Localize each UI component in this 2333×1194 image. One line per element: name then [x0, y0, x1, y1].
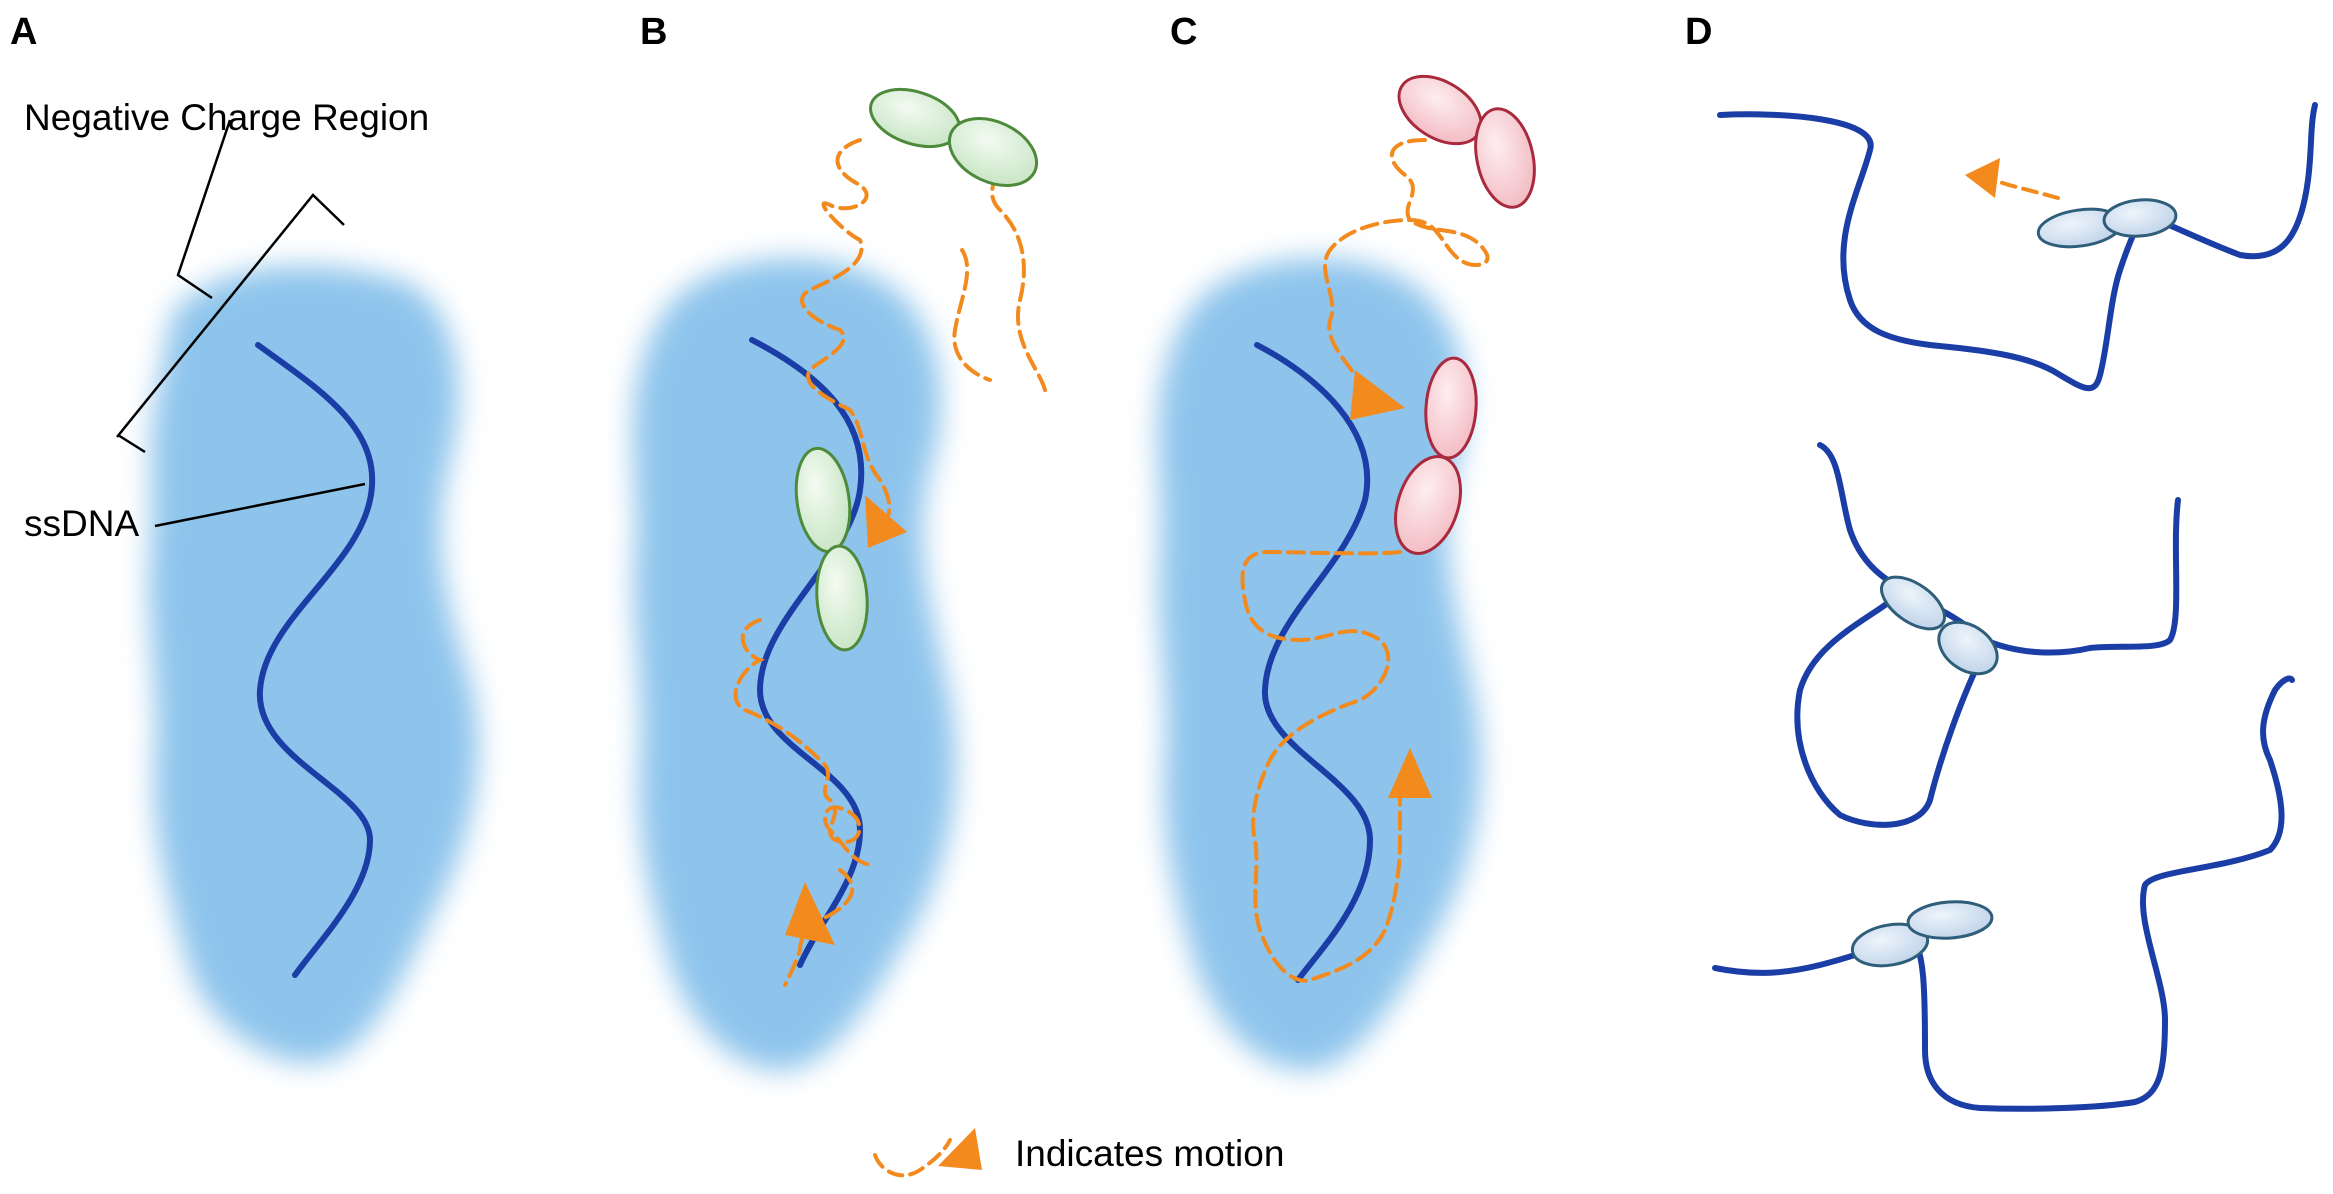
panel-letter-d: D — [1685, 11, 1712, 53]
ssdna-strand — [1254, 342, 1374, 983]
charge-region-bracket — [116, 193, 345, 454]
legend-label: Indicates motion — [1015, 1133, 1284, 1174]
ssdna-label: ssDNA — [24, 503, 139, 544]
panel-d — [1712, 102, 2318, 1112]
motion-arrowhead — [1965, 158, 2000, 198]
panel-b — [633, 87, 1047, 1071]
legend-motion-path — [873, 1138, 952, 1178]
motion-arrowhead — [865, 495, 907, 548]
blue-protein-bottom — [1850, 900, 1994, 968]
motion-path — [1993, 178, 2060, 200]
motion-arrowhead — [1388, 748, 1432, 798]
motion-arrowhead — [1350, 370, 1405, 420]
legend-motion-arrowhead — [938, 1128, 982, 1170]
negative-charge-region — [633, 258, 956, 1071]
panel-a: Negative Charge Region ssDNA — [24, 97, 479, 1063]
motion-path — [1240, 138, 1490, 983]
green-protein-bound — [794, 446, 869, 652]
ssdna-strand — [255, 342, 375, 978]
panel-letter-c: C — [1170, 11, 1197, 53]
negative-charge-region-label: Negative Charge Region — [24, 97, 429, 138]
motion-arrowhead — [785, 882, 835, 945]
ssdna-strand — [749, 337, 865, 968]
blue-protein-top — [2036, 198, 2178, 249]
panel-letter-b: B — [640, 11, 667, 53]
ssdna-leader — [154, 482, 366, 528]
blue-protein-middle — [1880, 575, 1999, 676]
green-protein-free — [869, 87, 1039, 187]
panel-letter-a: A — [10, 11, 37, 53]
panel-c — [1158, 74, 1536, 1071]
red-protein-bound — [1394, 356, 1478, 555]
negative-charge-region — [148, 266, 479, 1063]
motion-path — [733, 138, 1047, 987]
red-protein-free — [1397, 74, 1536, 209]
motion-legend: Indicates motion — [873, 1128, 1284, 1178]
ssdna-strand — [1717, 102, 2318, 392]
charge-region-leader — [176, 119, 232, 300]
